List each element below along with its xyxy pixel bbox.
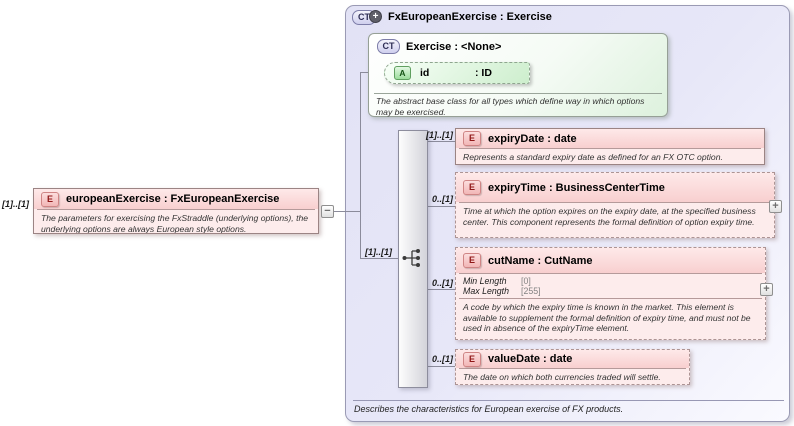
base-type-annotation: The abstract base class for all types wh… (376, 96, 645, 117)
child-cardinality: 0..[1] (431, 194, 453, 204)
divider (459, 368, 686, 369)
root-element-cardinality: [1]..[1] (2, 199, 29, 209)
facet-row: Max Length [255] (463, 286, 758, 296)
element-icon: E (463, 131, 481, 146)
element-annotation: Represents a standard expiry date as def… (463, 152, 723, 162)
footer-divider (353, 400, 784, 401)
connector-line (428, 366, 455, 367)
facet-list: Min Length [0] Max Length [255] (456, 274, 765, 298)
element-expiryDate-box[interactable]: E expiryDate : date Represents a standar… (455, 128, 765, 165)
expand-button[interactable]: + (769, 200, 782, 213)
element-title: europeanExercise : FxEuropeanExercise (66, 193, 280, 205)
child-cardinality: 0..[1] (431, 354, 453, 364)
element-title: expiryDate : date (488, 132, 577, 145)
complex-type-annotation: Describes the characteristics for Europe… (354, 404, 624, 414)
facet-row: Min Length [0] (463, 276, 758, 286)
connector-line (428, 206, 455, 207)
connector-line (334, 211, 361, 212)
element-cutName-box[interactable]: E cutName : CutName Min Length [0] Max L… (455, 247, 766, 340)
element-icon: E (463, 253, 481, 268)
element-annotation: The parameters for exercising the FxStra… (41, 213, 309, 234)
element-icon: E (463, 180, 481, 195)
collapse-button[interactable]: − (321, 205, 334, 218)
attribute-id-box[interactable]: A id : ID (384, 62, 530, 84)
element-valueDate-box[interactable]: E valueDate : date The date on which bot… (455, 349, 690, 385)
connector-line (360, 72, 361, 259)
complex-type-title: FxEuropeanExercise : Exercise (388, 11, 552, 23)
child-cardinality: [1]..[1] (426, 130, 453, 140)
connector-line (428, 141, 455, 142)
element-annotation: A code by which the expiry time is known… (463, 302, 751, 333)
base-type-title: Exercise : <None> (406, 40, 502, 53)
divider (459, 202, 771, 203)
derivation-plus-icon: + (369, 10, 382, 23)
element-annotation: Time at which the option expires on the … (463, 206, 756, 227)
facet-label: Min Length (463, 276, 507, 286)
sequence-cardinality: [1]..[1] (365, 247, 392, 257)
facet-label: Max Length (463, 286, 509, 296)
connector-line (428, 289, 455, 290)
base-type-Exercise-box[interactable]: CT Exercise : <None> A id : ID The abstr… (368, 33, 668, 117)
connector-line (360, 258, 398, 259)
divider (459, 298, 762, 299)
facet-value: [0] (521, 276, 531, 286)
expand-button[interactable]: + (760, 283, 773, 296)
divider (37, 209, 315, 210)
element-annotation: The date on which both currencies traded… (463, 372, 661, 382)
element-expiryTime-box[interactable]: E expiryTime : BusinessCenterTime Time a… (455, 172, 775, 238)
complex-type-icon: CT (377, 39, 400, 54)
attribute-type: : ID (475, 67, 492, 79)
attribute-icon: A (394, 66, 411, 80)
element-icon: E (463, 351, 481, 367)
divider (374, 93, 662, 94)
child-cardinality: 0..[1] (431, 278, 453, 288)
attribute-name: id (420, 67, 430, 79)
divider (459, 273, 762, 274)
sequence-icon (402, 249, 420, 267)
divider (459, 148, 761, 149)
element-title: expiryTime : BusinessCenterTime (488, 181, 665, 194)
element-icon: E (41, 191, 59, 207)
element-title: cutName : CutName (488, 254, 593, 267)
element-europeanExercise-box[interactable]: E europeanExercise : FxEuropeanExercise … (33, 188, 319, 234)
facet-value: [255] (521, 286, 541, 296)
element-title: valueDate : date (488, 353, 573, 365)
